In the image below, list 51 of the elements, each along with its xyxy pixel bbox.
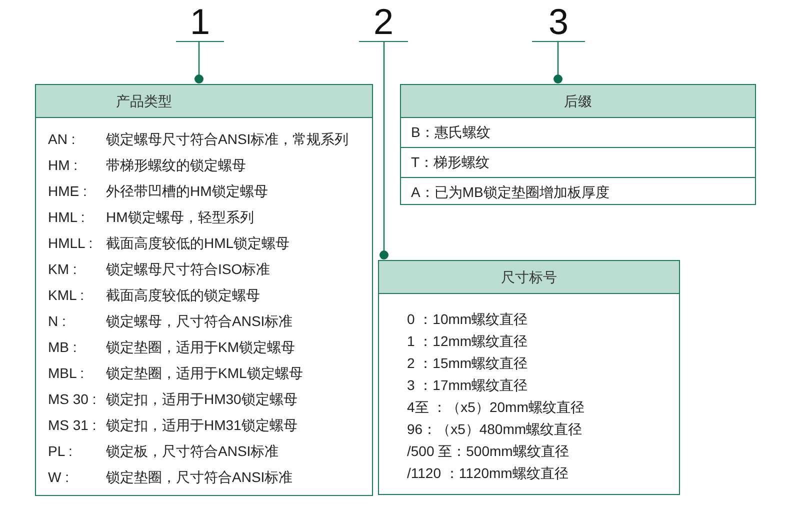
table-header: 后缀 [401, 85, 755, 118]
list-item: 4至 ：（x5）20mm螺纹直径 [407, 398, 586, 417]
row-code: N : [48, 312, 67, 331]
callout-number: 2 [359, 2, 408, 42]
row-code: MBL : [48, 364, 86, 383]
row-description: 锁定螺母，尺寸符合ANSI标准 [106, 312, 294, 331]
row-code: PL : [48, 442, 74, 461]
list-item: 1 ：12mm螺纹直径 [407, 332, 529, 351]
row-code: MB : [48, 338, 78, 357]
row-code: HM : [48, 156, 79, 175]
row-description: 外径带凹槽的HM锁定螺母 [106, 182, 269, 201]
row-description: 锁定板，尺寸符合ANSI标准 [106, 442, 280, 461]
row-code: KM : [48, 260, 78, 279]
row-description: 锁定垫圈，适用于KML锁定螺母 [106, 364, 304, 383]
callout-number: 3 [532, 2, 585, 42]
row-description: 带梯形螺纹的锁定螺母 [106, 156, 247, 175]
table-panel [378, 260, 680, 495]
row-code: HML : [48, 208, 86, 227]
row-description: 锁定螺母尺寸符合ANSI标准，常规系列 [106, 130, 350, 149]
row-code: MS 31 : [48, 416, 98, 435]
table-panel [400, 84, 756, 205]
row-description: HM锁定螺母，轻型系列 [106, 208, 255, 227]
row-code: HMLL : [48, 234, 94, 253]
row-code: KML : [48, 286, 86, 305]
table-row-text: A：已为MB锁定垫圈增加板厚度 [410, 183, 610, 202]
list-item: /500 至：500mm螺纹直径 [407, 442, 570, 461]
table-row: T：梯形螺纹 [401, 148, 755, 178]
row-description: 锁定扣，适用于HM31锁定螺母 [106, 416, 298, 435]
leader-line [554, 42, 562, 84]
list-item: 0 ：10mm螺纹直径 [407, 310, 529, 329]
row-code: MS 30 : [48, 390, 98, 409]
callout-number: 1 [176, 2, 224, 42]
row-description: 锁定垫圈，尺寸符合ANSI标准 [106, 468, 294, 487]
row-description: 锁定螺母尺寸符合ISO标准 [106, 260, 272, 279]
leader-line [380, 42, 388, 260]
row-description: 截面高度较低的锁定螺母 [106, 286, 261, 305]
table-header: 尺寸标号 [379, 261, 679, 294]
list-item: 2 ：15mm螺纹直径 [407, 354, 529, 373]
table-header: 产品类型 [36, 85, 372, 118]
list-item: 3 ：17mm螺纹直径 [407, 376, 529, 395]
row-code: W : [48, 468, 70, 487]
table-panel [35, 84, 373, 496]
row-description: 锁定垫圈，适用于KM锁定螺母 [106, 338, 296, 357]
list-item: 96：（x5）480mm螺纹直径 [407, 420, 584, 439]
row-code: AN : [48, 130, 76, 149]
row-code: HME : [48, 182, 88, 201]
list-item: /1120 ：1120mm螺纹直径 [407, 464, 570, 483]
leader-line [194, 42, 204, 84]
row-description: 锁定扣，适用于HM30锁定螺母 [106, 390, 298, 409]
row-description: 截面高度较低的HML锁定螺母 [106, 234, 291, 253]
table-row: B：惠氏螺纹 [401, 118, 755, 148]
